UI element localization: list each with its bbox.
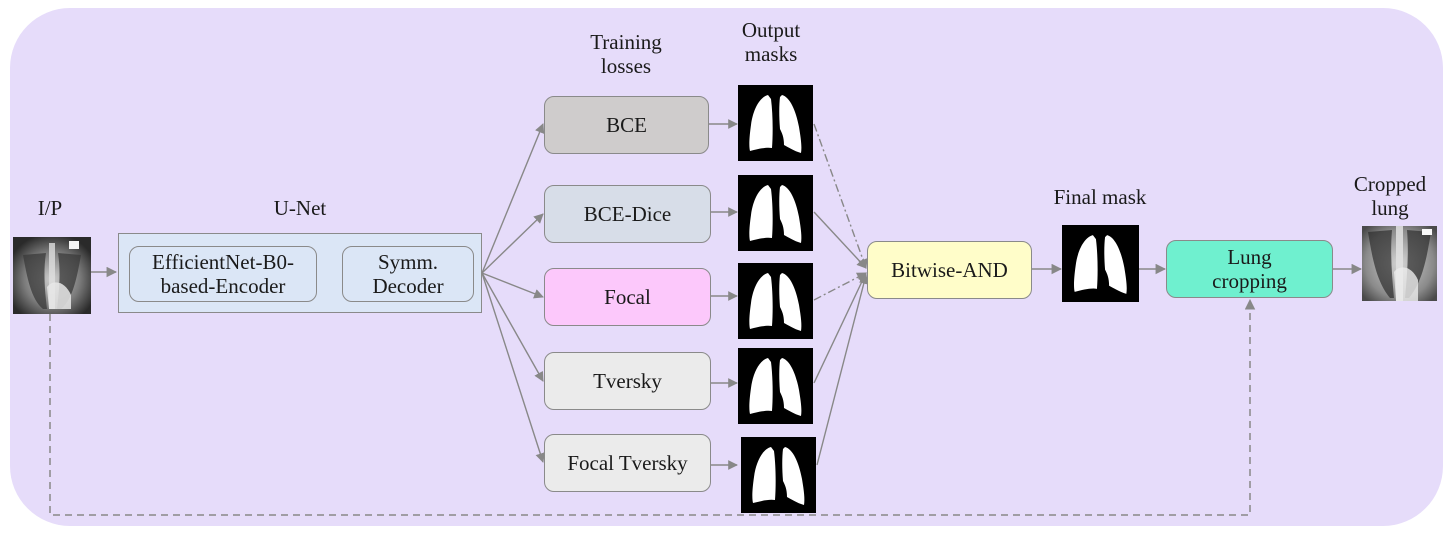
input-xray-image [13,237,91,314]
cropped-lung-image [1362,226,1437,301]
label-training-losses: Training losses [590,30,662,78]
arrow-mask4-and [813,272,867,384]
right-lung-shape [1104,235,1127,294]
lung-mask-icon [749,185,802,243]
lung-mask-icon [749,358,802,416]
loss-box-bce: BCE [544,96,709,154]
arrow-mask5-and [816,274,869,466]
left-lung-shape [749,273,773,329]
loss-box-focal-tversky: Focal Tversky [544,434,711,492]
arrow-mask2-and [813,211,867,269]
right-lung-shape [779,358,802,416]
arrow-mask3-and [813,272,867,301]
output-mask-focal [738,263,813,339]
output-mask-bce [738,85,813,161]
left-lung-shape [749,358,773,414]
label-unet: U-Net [273,196,327,220]
bitwise-and-box: Bitwise-AND [867,241,1032,299]
lung-mask-icon [749,95,802,153]
output-mask-bce-dice [738,175,813,251]
xray-icon [13,237,91,314]
label-output-masks: Output masks [741,18,801,66]
loss-box-tversky: Tversky [544,352,711,410]
encoder-box: EfficientNet-B0- based-Encoder [129,246,317,302]
output-mask-tversky [738,348,813,424]
label-final-mask: Final mask [1053,185,1147,209]
label-input: I/P [37,196,63,220]
arrow-unet-tversky [481,272,544,382]
output-mask-focal-tversky [741,437,816,513]
left-lung-shape [749,185,773,241]
decoder-box: Symm. Decoder [342,246,474,302]
arrow-unet-focaltversky [481,272,545,463]
arrow-unet-focal [481,272,544,299]
right-lung-shape [782,447,805,505]
lung-cropping-box: Lung cropping [1166,240,1333,298]
arrow-mask1-and [813,123,868,269]
lung-mask-icon [749,273,802,331]
right-lung-shape [779,95,802,153]
cropped-xray-icon [1362,226,1437,301]
final-mask-image [1062,225,1139,302]
lung-mask-icon [752,447,805,505]
left-lung-shape [749,95,773,151]
skip-connection [49,298,1256,516]
arrow-unet-bce [481,123,545,274]
left-lung-shape [1073,235,1098,292]
right-lung-shape [779,185,802,243]
arrow-unet-bcedice [481,213,544,274]
loss-box-focal: Focal [544,268,711,326]
right-lung-shape [779,273,802,331]
lung-mask-icon [1073,235,1127,294]
loss-box-bce-dice: BCE-Dice [544,185,711,243]
label-cropped-lung: Cropped lung [1353,172,1427,220]
left-lung-shape [752,447,776,503]
